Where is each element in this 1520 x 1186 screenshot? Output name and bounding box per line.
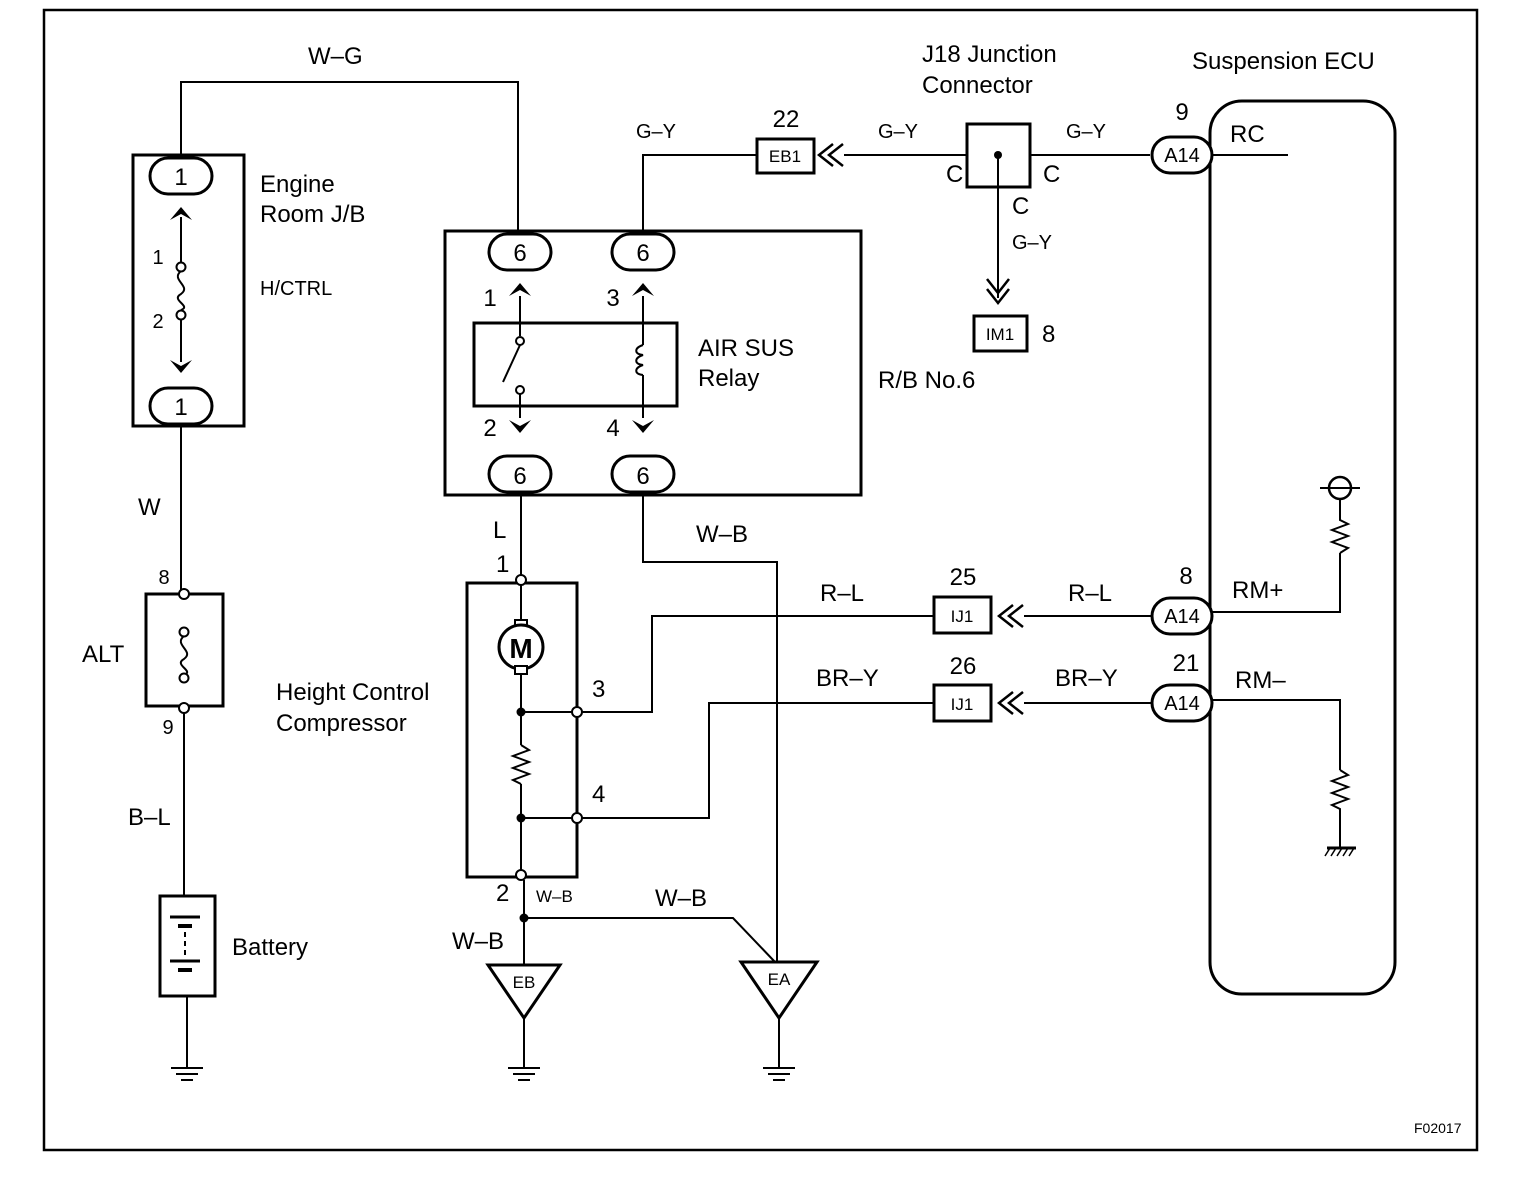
rb-connector-4: 6 [636, 463, 649, 490]
ij1-pin-26: 26 [950, 653, 977, 680]
wire-g-y-eb1-label: G–Y [878, 121, 918, 143]
ground-ea-icon [738, 960, 820, 1021]
wire-g-y-im1-label: G–Y [1012, 232, 1052, 254]
ecu-title: Suspension ECU [1192, 48, 1375, 75]
fuse-pin-2: 2 [152, 311, 163, 333]
rb-connector-3: 6 [513, 463, 526, 490]
rb-pin-3: 3 [606, 285, 619, 312]
wire-r-l-label-2: R–L [1068, 580, 1112, 607]
relay-name-line2: Relay [698, 365, 759, 392]
engine-room-jb: W–G 1 1 1 2 Engine Room J/B H/CTRL [131, 43, 519, 428]
relay-block-name: R/B No.6 [878, 367, 975, 394]
eb1-connector-label: EB1 [769, 147, 801, 166]
compressor-pin-4: 4 [592, 781, 605, 808]
j18-title-line2: Connector [922, 72, 1033, 99]
wire-l-label: L [493, 517, 506, 544]
figure-id: F02017 [1414, 1120, 1462, 1136]
wire-b-l-label: B–L [128, 804, 171, 831]
rm-circuits: R–L IJ1 25 R–L BR–Y IJ1 26 BR–Y [582, 564, 1152, 819]
wire-w-b-ea-label: W–B [655, 885, 707, 912]
wire-br-y-label-1: BR–Y [816, 665, 879, 692]
rc-circuit: G–Y EB1 22 G–Y C C C J18 Junction Connec… [636, 41, 1150, 353]
rb-pin-2: 2 [483, 415, 496, 442]
j18-terminal-bottom: C [1012, 193, 1029, 220]
ecu-pin-rc: 9 [1175, 99, 1188, 126]
ecu-terminal-rc: RC [1230, 121, 1265, 148]
fuse-h-ctrl-label: H/CTRL [260, 278, 332, 300]
alt-pin-8: 8 [158, 567, 169, 589]
rb-pin-4: 4 [606, 415, 619, 442]
ecu-terminal-rm-minus: RM– [1235, 667, 1286, 694]
ecu-connector-rc: A14 [1164, 145, 1200, 167]
compressor-pin-1: 1 [496, 551, 509, 578]
height-control-compressor: L 1 M 3 4 2 W–B Height Control Compresso… [276, 492, 605, 907]
wire-br-y-label-2: BR–Y [1055, 665, 1118, 692]
j18-terminal-right: C [1043, 161, 1060, 188]
wire-w-g-label: W–G [308, 43, 363, 70]
im1-connector-label: IM1 [986, 325, 1014, 344]
wire-w-b-comp-label: W–B [536, 887, 573, 906]
jb-title-line1: Engine [260, 171, 335, 198]
wire-w-b-ground-label: W–B [452, 928, 504, 955]
alt-pin-9: 9 [162, 717, 173, 739]
compressor-title-line2: Compressor [276, 710, 407, 737]
battery-ground-icon [170, 1057, 204, 1081]
j18-title-line1: J18 Junction [922, 41, 1057, 68]
rb-connector-1: 6 [513, 240, 526, 267]
battery: B–L Battery [128, 713, 308, 1081]
fuse-pin-1: 1 [152, 247, 163, 269]
compressor-pin-3: 3 [592, 676, 605, 703]
im1-pin-8: 8 [1042, 321, 1055, 348]
wire-g-y-ecu-label: G–Y [1066, 121, 1106, 143]
ground-circuit: W–B W–B EB W–B EA [452, 492, 820, 1081]
ecu-pin-rm-plus: 8 [1179, 563, 1192, 590]
ij1-bottom-label: IJ1 [951, 695, 974, 714]
relay-name-line1: AIR SUS [698, 335, 794, 362]
relay-block: 6 6 1 3 2 4 6 6 AIR SUS Relay R/B No.6 [443, 229, 975, 497]
compressor-title-line1: Height Control [276, 679, 429, 706]
jb-connector-bottom: 1 [174, 394, 187, 421]
suspension-ecu: Suspension ECU A14 9 RC A14 8 RM+ A14 21… [1150, 48, 1397, 996]
jb-connector-top: 1 [174, 164, 187, 191]
wire-w-label: W [138, 494, 161, 521]
ground-eb-icon [485, 963, 563, 1021]
ecu-terminal-rm-plus: RM+ [1232, 577, 1283, 604]
rb-connector-2: 6 [636, 240, 649, 267]
battery-label: Battery [232, 934, 308, 961]
alt-fuse: W 8 9 ALT [82, 424, 225, 739]
ground-eb-label: EB [513, 973, 536, 992]
motor-icon: M [509, 633, 532, 664]
ecu-connector-rm-plus: A14 [1164, 606, 1200, 628]
jb-title-line2: Room J/B [260, 201, 365, 228]
ij1-top-label: IJ1 [951, 607, 974, 626]
alt-fuse-label: ALT [82, 641, 125, 668]
wire-g-y-relay-label: G–Y [636, 121, 676, 143]
eb1-pin-22: 22 [773, 106, 800, 133]
ground-ea-label: EA [768, 970, 791, 989]
wire-w-b-relay-label: W–B [696, 521, 748, 548]
ecu-connector-rm-minus: A14 [1164, 693, 1200, 715]
j18-terminal-left: C [946, 161, 963, 188]
ij1-pin-25: 25 [950, 564, 977, 591]
ecu-pin-rm-minus: 21 [1173, 650, 1200, 677]
rb-pin-1: 1 [483, 285, 496, 312]
compressor-pin-2: 2 [496, 880, 509, 907]
wire-r-l-label-1: R–L [820, 580, 864, 607]
diagram-frame [42, 8, 1479, 1152]
